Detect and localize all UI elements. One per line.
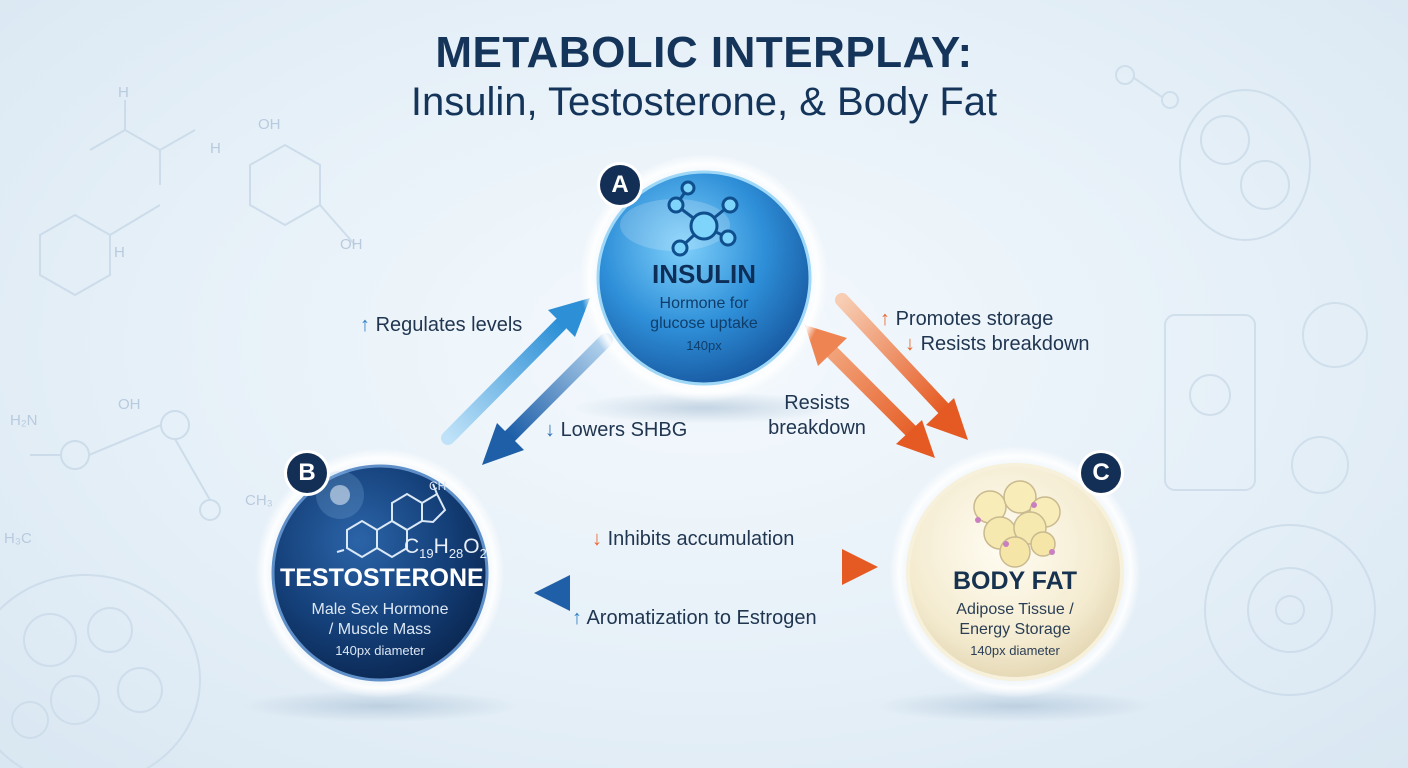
bodyfat-desc-line2: Energy Storage bbox=[959, 621, 1071, 638]
insulin-desc-line2: glucose uptake bbox=[650, 315, 758, 332]
label-text: Lowers SHBG bbox=[560, 419, 688, 441]
watermark-label: H bbox=[118, 84, 129, 101]
arrow-bodyfat-to-testosterone bbox=[534, 575, 882, 611]
watermark-label: OH bbox=[340, 236, 363, 253]
down-arrow-icon: ↓ bbox=[592, 528, 602, 550]
arrow-testosterone-to-bodyfat bbox=[533, 549, 878, 585]
bodyfat-shadow bbox=[875, 690, 1155, 722]
insulin-desc-line1: Hormone for bbox=[659, 295, 749, 312]
label-promotes-storage: ↑ Promotes storage bbox=[880, 308, 1053, 331]
cell-watermark-bottom-left bbox=[0, 574, 201, 768]
label-line: Resists bbox=[784, 392, 850, 414]
arrow-bodyfat-to-insulin-up bbox=[805, 325, 935, 458]
badge-insulin: A bbox=[600, 165, 640, 205]
insulin-shadow bbox=[574, 392, 834, 424]
label-inhibits-accumulation: ↓ Inhibits accumulation bbox=[592, 528, 794, 551]
watermark-label: CH₃ bbox=[245, 492, 273, 509]
label-line: breakdown bbox=[768, 417, 866, 439]
label-resists-breakdown-center: Resists breakdown bbox=[757, 391, 877, 441]
diagram-title: METABOLIC INTERPLAY: bbox=[435, 28, 973, 77]
fat-cells-icon bbox=[973, 480, 1061, 568]
watermark-label: H bbox=[114, 244, 125, 261]
label-resists-breakdown-right: ↓ Resists breakdown bbox=[905, 333, 1090, 356]
bodyfat-desc-line1: Adipose Tissue / bbox=[956, 601, 1074, 618]
diagram-subtitle: Insulin, Testosterone, & Body Fat bbox=[410, 80, 998, 124]
arrow-insulin-to-testosterone-down bbox=[482, 333, 613, 465]
molecule-icon bbox=[667, 180, 739, 257]
watermark-label: OH bbox=[258, 116, 281, 133]
testosterone-formula: C19H28O2 bbox=[404, 535, 487, 561]
testosterone-name: TESTOSTERONE bbox=[280, 564, 484, 592]
formula-part: H bbox=[433, 535, 449, 558]
bodyfat-size-note: 140px diameter bbox=[970, 643, 1060, 658]
badge-testosterone: B bbox=[287, 453, 327, 493]
watermark-label: H bbox=[210, 140, 221, 157]
testosterone-desc-line1: Male Sex Hormone bbox=[311, 601, 449, 618]
label-lowers-shbg: ↓ Lowers SHBG bbox=[545, 419, 687, 442]
label-aromatization: ↑ Aromatization to Estrogen bbox=[572, 607, 817, 630]
insulin-size-note: 140px bbox=[686, 338, 722, 353]
down-arrow-icon: ↓ bbox=[545, 419, 555, 441]
bodyfat-name: BODY FAT bbox=[952, 567, 1078, 595]
arrow-insulin-to-testosterone-up bbox=[441, 298, 590, 445]
label-regulates-levels: ↑ Regulates levels bbox=[360, 314, 522, 337]
label-text: Inhibits accumulation bbox=[607, 528, 795, 550]
chemical-structure-watermark-left bbox=[30, 100, 356, 521]
formula-part: 19 bbox=[419, 546, 434, 562]
label-text: Regulates levels bbox=[375, 314, 523, 336]
watermark-label: H₃C bbox=[4, 530, 32, 547]
arrow-insulin-to-bodyfat-down bbox=[835, 293, 968, 440]
formula-part: 28 bbox=[448, 546, 464, 562]
up-arrow-icon: ↑ bbox=[360, 314, 370, 336]
formula-part: O bbox=[463, 535, 480, 558]
testosterone-desc-line2: / Muscle Mass bbox=[328, 621, 432, 638]
steroid-structure-icon bbox=[336, 483, 447, 559]
testosterone-structure-label: CH bbox=[429, 479, 447, 493]
up-arrow-icon: ↑ bbox=[880, 308, 890, 330]
down-arrow-icon: ↓ bbox=[905, 333, 915, 355]
up-arrow-icon: ↑ bbox=[572, 607, 582, 629]
insulin-name: INSULIN bbox=[652, 259, 756, 289]
testosterone-node bbox=[255, 448, 505, 698]
label-text: Promotes storage bbox=[895, 308, 1054, 330]
label-text: Resists breakdown bbox=[920, 333, 1090, 355]
watermark-label: H₂N bbox=[10, 412, 38, 429]
formula-part: 2 bbox=[479, 546, 487, 562]
badge-bodyfat: C bbox=[1081, 453, 1121, 493]
label-text: Aromatization to Estrogen bbox=[586, 607, 817, 629]
cell-watermark-right bbox=[1115, 65, 1376, 696]
testosterone-size-note: 140px diameter bbox=[335, 643, 425, 658]
bodyfat-node bbox=[889, 446, 1141, 698]
watermark-label: OH bbox=[118, 396, 141, 413]
formula-part: C bbox=[404, 535, 420, 558]
testosterone-shadow bbox=[240, 690, 520, 722]
